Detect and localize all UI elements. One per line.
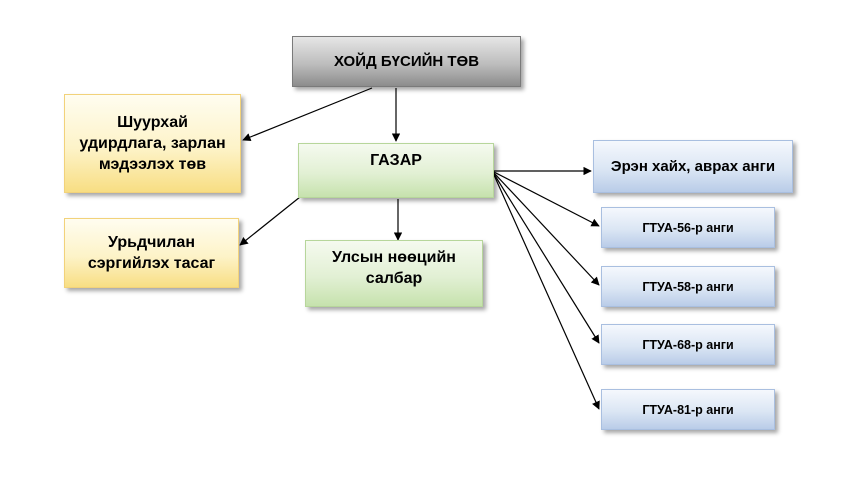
node-unit-58: ГТУА-58-р анги [601, 266, 775, 307]
arrow-department-to-prevention [239, 196, 301, 246]
node-reserve-label: Улсын нөөцийн салбар [332, 249, 456, 287]
arrow-department-to-unit-58 [493, 172, 600, 286]
node-department: ГАЗАР [298, 143, 494, 198]
node-unit-56: ГТУА-56-р анги [601, 207, 775, 248]
node-unit-81: ГТУА-81-р анги [601, 389, 775, 430]
node-unit-56-label: ГТУА-56-р анги [642, 220, 734, 235]
node-unit-81-label: ГТУА-81-р анги [642, 402, 734, 417]
arrow-hq-to-ops-center [242, 87, 373, 142]
node-department-label: ГАЗАР [370, 152, 422, 169]
node-unit-58-label: ГТУА-58-р анги [642, 279, 734, 294]
node-unit-68-label: ГТУА-68-р анги [642, 337, 734, 352]
node-ops-center: Шуурхай удирдлага, зарлан мэдээлэх төв [64, 94, 241, 193]
node-prevention: Урьдчилан сэргийлэх тасаг [64, 218, 239, 288]
node-ops-center-label: Шуурхай удирдлага, зарлан мэдээлэх төв [79, 114, 226, 173]
node-reserve: Улсын нөөцийн салбар [305, 240, 483, 307]
arrow-department-to-unit-81 [493, 174, 600, 410]
arrow-department-to-unit-56 [493, 171, 600, 227]
node-prevention-label: Урьдчилан сэргийлэх тасаг [87, 234, 216, 272]
node-search-rescue-label: Эрэн хайх, аврах анги [610, 158, 776, 175]
node-search-rescue: Эрэн хайх, аврах анги [593, 140, 793, 193]
node-hq-label: ХОЙД БҮСИЙН ТӨВ [333, 53, 480, 70]
arrow-department-to-unit-68 [493, 173, 600, 344]
node-hq: ХОЙД БҮСИЙН ТӨВ [292, 36, 521, 87]
node-unit-68: ГТУА-68-р анги [601, 324, 775, 365]
